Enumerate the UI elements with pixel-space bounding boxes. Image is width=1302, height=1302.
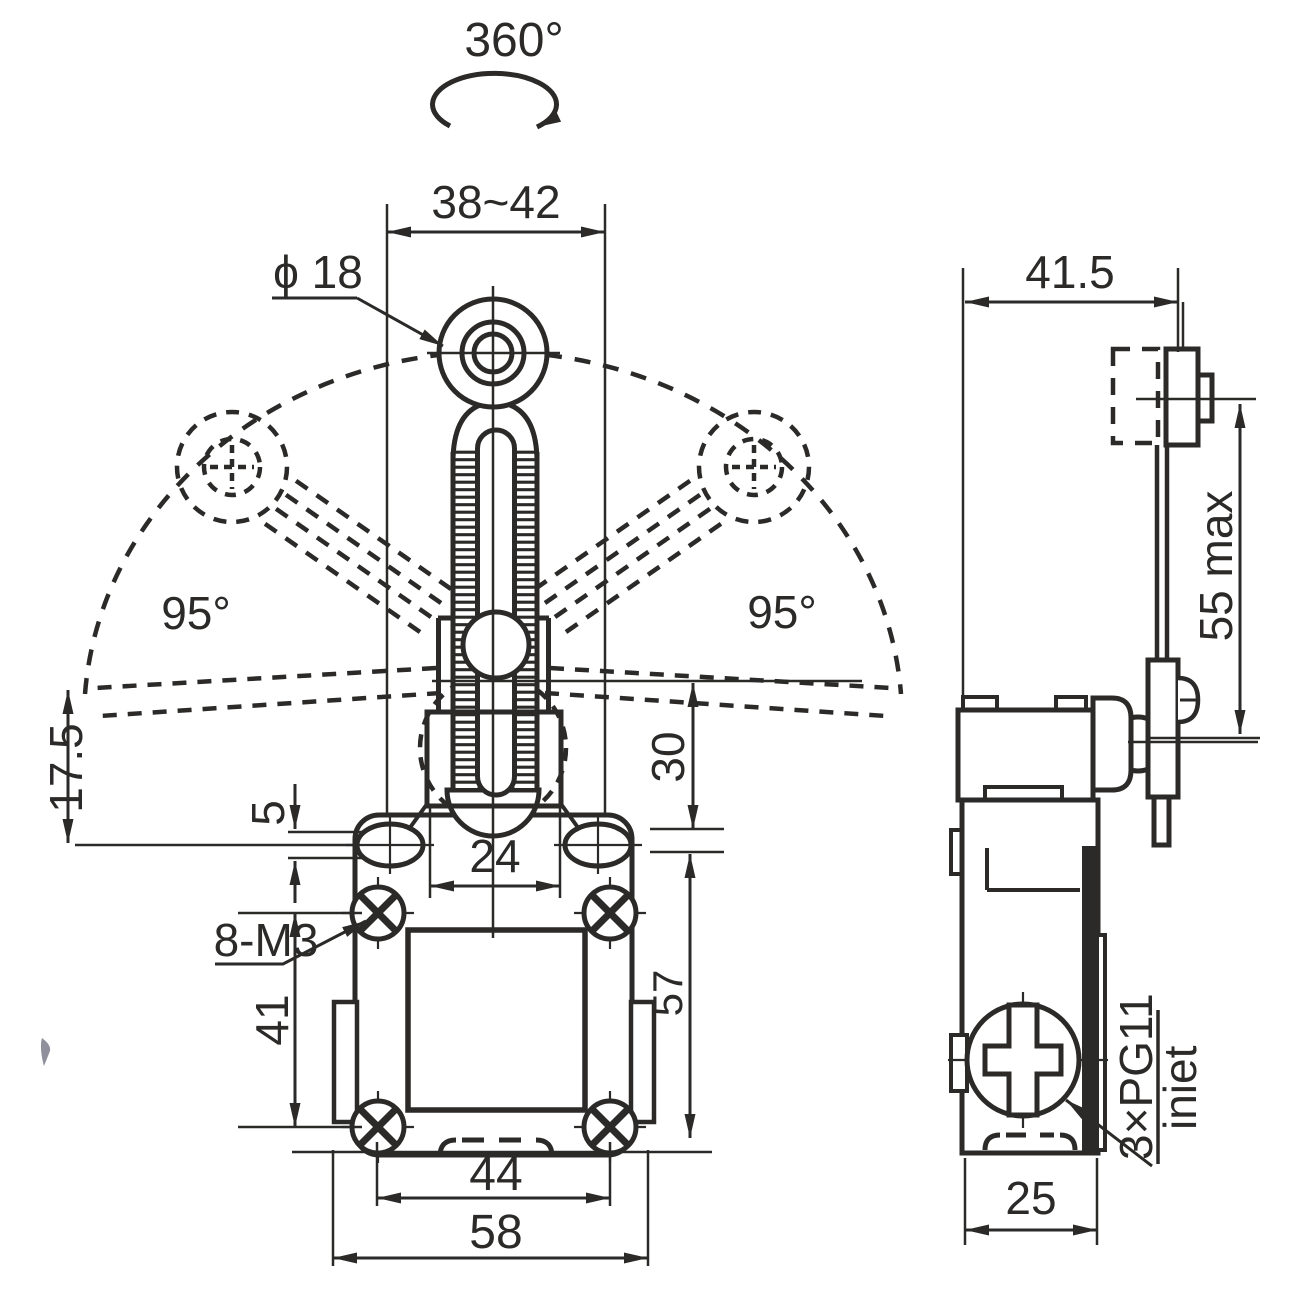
side-view	[948, 268, 1258, 1156]
pivot-ball	[460, 609, 532, 681]
dim-body-width: 58	[469, 1206, 522, 1259]
dashed-roller-left-icon	[174, 409, 290, 525]
dim-hole-spacing-h: 44	[469, 1148, 522, 1201]
serration-right	[515, 447, 537, 788]
roller-side-icon	[1163, 346, 1201, 448]
dim-roller-diameter: ϕ 18	[273, 246, 363, 298]
dim-overtravel: 17.5	[40, 723, 92, 813]
dimensions	[62, 70, 1260, 1266]
stray-mark	[40, 1038, 51, 1066]
dim-swing-left: 95°	[161, 587, 231, 639]
dim-lever-range: 38~42	[431, 176, 560, 228]
dim-lever-offset: 30	[642, 731, 694, 782]
lever-clamp-side	[1145, 657, 1181, 800]
dim-clamp-width: 24	[469, 830, 520, 882]
dim-plate-thickness: 5	[242, 800, 294, 826]
dim-body-height: 57	[644, 970, 691, 1017]
conduit-cap-icon	[948, 992, 1108, 1128]
dim-swing-right: 95°	[747, 586, 817, 638]
label-conduit-note: iniet	[1154, 1045, 1206, 1130]
inlet-face-stripe	[1082, 846, 1098, 1153]
dashed-roller-right-icon	[696, 409, 812, 525]
dim-lever-reach: 55 max	[1190, 491, 1242, 642]
dim-body-depth: 25	[1005, 1172, 1056, 1224]
extension-lines-38-42	[385, 204, 607, 856]
front-view-body	[331, 802, 657, 1163]
side-tab-left	[331, 999, 360, 1125]
bottom-slot	[437, 1137, 555, 1157]
serration-left	[455, 447, 477, 788]
dim-hole-spacing-v: 41	[246, 994, 298, 1045]
label-thread: 8-M3	[214, 914, 319, 966]
cover-window	[405, 927, 588, 1113]
dashed-roller-bottom-icon	[417, 672, 569, 824]
lever-arm-front	[424, 402, 564, 839]
rotation-label: 360°	[464, 14, 563, 67]
side-tab-right	[628, 999, 657, 1125]
rotation-arrow-icon	[430, 70, 562, 130]
roller-side-dashed	[1110, 346, 1161, 446]
label-conduit: 3×PG11	[1110, 993, 1162, 1160]
mounting-slot-right	[554, 817, 642, 874]
dim-depth-with-lever: 41.5	[1025, 246, 1115, 298]
screw-icon	[574, 877, 646, 949]
dimension-labels: 360° 38~42 ϕ 18 95° 95° 17.5 5 8-M3 41 2…	[40, 14, 1242, 1259]
lever-swing-fan	[82, 349, 904, 824]
